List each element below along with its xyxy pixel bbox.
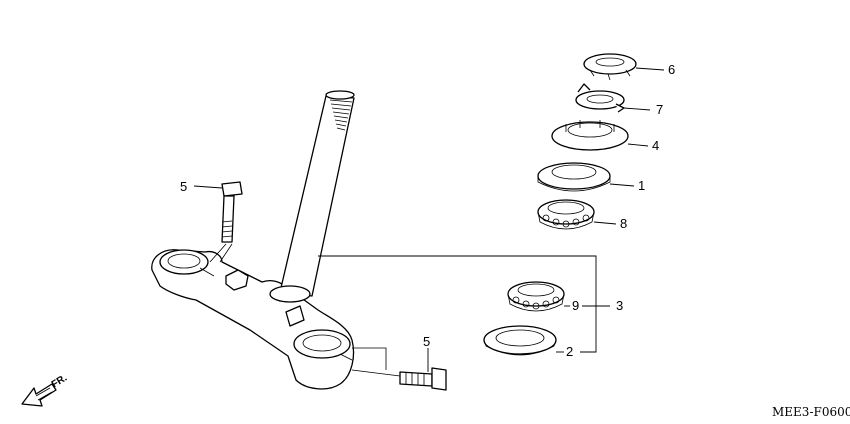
callout-4: 4 <box>652 138 659 153</box>
callout-9: 9 <box>572 298 579 313</box>
part-9-lower-bearing <box>507 281 565 312</box>
part-7-lock-washer <box>575 83 625 113</box>
upper-bolt <box>209 181 243 263</box>
part-8-upper-bearing <box>537 199 595 230</box>
leader-lines <box>193 67 665 372</box>
callout-1: 1 <box>638 178 645 193</box>
front-direction-arrow-icon <box>21 383 57 407</box>
part-2-lower-race <box>483 325 557 356</box>
callout-5-lower: 5 <box>423 334 430 349</box>
steering-stem-assembly <box>151 90 355 390</box>
callout-2: 2 <box>566 344 573 359</box>
callout-5-upper: 5 <box>180 179 187 194</box>
callout-6: 6 <box>668 62 675 77</box>
lower-bolt <box>351 347 447 391</box>
drawing-code: MEE3-F0600 <box>772 405 850 419</box>
callout-8: 8 <box>620 216 627 231</box>
part-1-upper-race <box>537 162 611 192</box>
part-4-adjusting-nut <box>551 120 629 151</box>
part-6-lock-nut <box>583 53 637 81</box>
callout-3: 3 <box>616 298 623 313</box>
callout-7: 7 <box>656 102 663 117</box>
